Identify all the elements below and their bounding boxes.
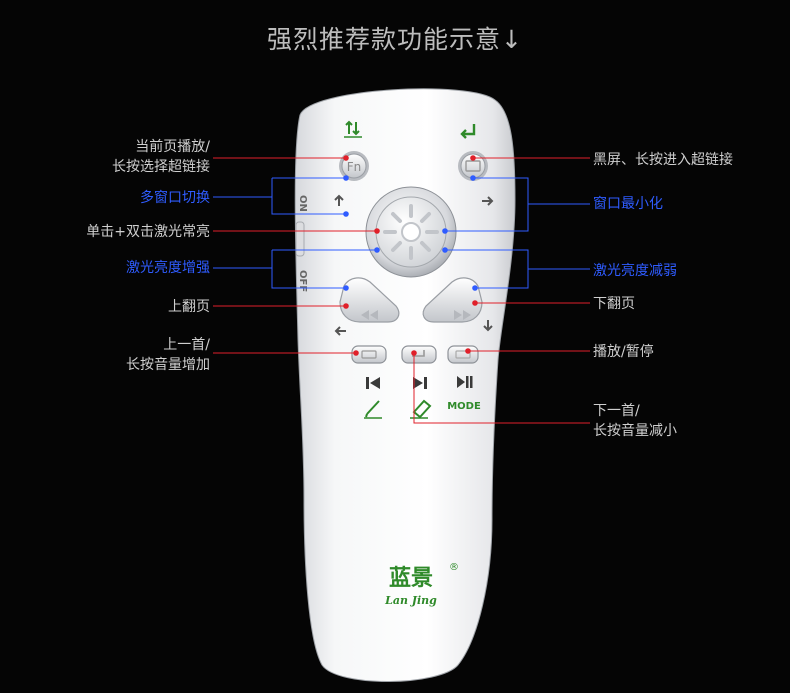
- switch-off-label: OFF: [297, 270, 308, 292]
- label-line: 当前页播放/: [135, 139, 210, 155]
- brand-registered-mark: ®: [449, 562, 459, 573]
- pen-icon: [364, 400, 382, 419]
- rewind-icon: [361, 310, 378, 320]
- play-pause-button[interactable]: [447, 345, 479, 364]
- fn-key-label: Fn: [347, 160, 362, 174]
- prev-page-button[interactable]: [339, 277, 400, 323]
- arrow-right-icon: [482, 196, 494, 206]
- mode-label: MODE: [447, 401, 481, 412]
- return-icon: [412, 350, 425, 357]
- skip-previous-icon: [366, 377, 380, 389]
- enter-icon: [460, 124, 476, 139]
- label-play-pause: 播放/暂停: [593, 344, 654, 360]
- prev-track-button[interactable]: [351, 345, 387, 364]
- brand-logo-en: Lan Jing: [384, 594, 437, 607]
- power-switch[interactable]: [295, 221, 305, 257]
- label-line: 长按音量增加: [126, 357, 210, 373]
- sun-icon: [383, 204, 439, 260]
- page-title: 强烈推荐款功能示意↓: [267, 25, 523, 54]
- skip-next-icon: [413, 377, 427, 389]
- arrow-down-icon: [483, 320, 493, 332]
- eraser-icon: [410, 399, 432, 419]
- label-next-track: 下一首/ 长按音量减小: [593, 401, 677, 441]
- label-multi-window-switch: 多窗口切换: [140, 190, 210, 206]
- arrow-up-icon: [334, 194, 344, 206]
- label-black-screen: 黑屏、长按进入超链接: [593, 152, 733, 168]
- label-line: 长按音量减小: [593, 423, 677, 439]
- remote-body: [294, 88, 516, 682]
- laser-center-pad[interactable]: [365, 186, 457, 278]
- label-prev-page: 上翻页: [168, 299, 210, 315]
- switch-on-label: ON: [297, 195, 308, 212]
- callout-lines: [213, 157, 590, 424]
- window-icon: [455, 350, 471, 359]
- label-prev-track: 上一首/ 长按音量增加: [60, 335, 210, 375]
- label-next-page: 下翻页: [593, 296, 635, 312]
- label-window-minimize: 窗口最小化: [593, 196, 663, 212]
- screen-icon: [465, 160, 481, 172]
- label-click-double-laser: 单击+双击激光常亮: [86, 224, 210, 240]
- next-page-button[interactable]: [422, 277, 483, 323]
- label-laser-brightness-down: 激光亮度减弱: [593, 263, 677, 279]
- label-line: 上一首/: [163, 337, 210, 353]
- callout-dots: [343, 155, 478, 356]
- label-laser-brightness-up: 激光亮度增强: [126, 260, 210, 276]
- label-line: 下一首/: [593, 403, 640, 419]
- fn-button[interactable]: Fn: [339, 151, 369, 181]
- label-current-page-play: 当前页播放/ 长按选择超链接: [60, 137, 210, 177]
- swap-icon: [344, 120, 362, 138]
- play-pause-icon: [457, 376, 473, 388]
- tab-icon: [361, 350, 377, 359]
- brand-logo-cn: 蓝景: [389, 565, 433, 591]
- arrow-left-icon: [334, 326, 346, 336]
- fast-forward-icon: [454, 310, 471, 320]
- next-track-button[interactable]: [401, 345, 437, 364]
- label-line: 长按选择超链接: [112, 159, 210, 175]
